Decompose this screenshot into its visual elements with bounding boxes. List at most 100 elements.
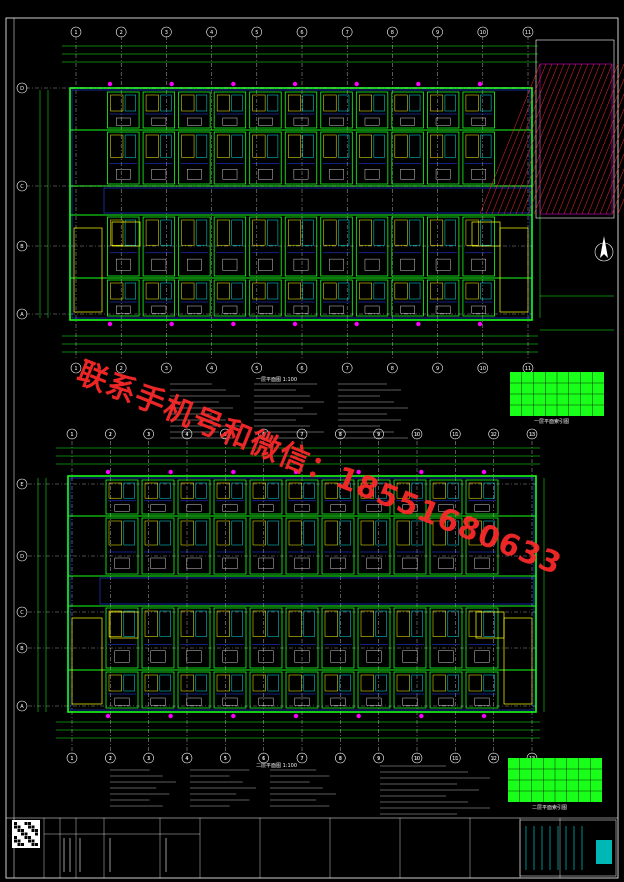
axis-bubble-row-D-label: D (20, 554, 24, 560)
axis-bubble-top-4 (181, 428, 193, 440)
axis-bubble-bottom-8 (335, 752, 346, 764)
axis-bubble-top-7-label: 7 (300, 432, 303, 438)
axis-bubble-top-3 (161, 26, 172, 38)
axis-bubble-row-A (16, 308, 28, 320)
axis-bubble-bottom-10 (411, 752, 423, 764)
axis-bubble-top-8 (335, 428, 346, 440)
axis-bubble-top-10 (411, 428, 423, 440)
axis-bubble-top-2-label: 2 (120, 30, 123, 36)
axis-bubble-bottom-4 (206, 362, 217, 374)
axis-bubble-bottom-11-label: 11 (452, 756, 458, 762)
axis-bubble-top-6-label: 6 (262, 432, 265, 438)
general-notes (110, 383, 490, 815)
axis-bubble-bottom-6 (296, 362, 308, 374)
axis-bubble-row-E-label: E (20, 482, 23, 488)
axis-bubble-top-2-label: 2 (109, 432, 112, 438)
axis-bubble-top-6 (296, 26, 308, 38)
axis-bubble-top-2 (115, 26, 127, 38)
axis-bubble-top-13-label: 13 (529, 432, 535, 438)
axis-bubble-bottom-6-label: 6 (262, 756, 265, 762)
axis-bubble-row-C-label: C (20, 184, 24, 190)
axis-bubble-top-3-label: 3 (147, 432, 150, 438)
axis-bubble-top-4-label: 4 (210, 30, 213, 36)
axis-bubble-top-11-label: 11 (525, 30, 531, 36)
axis-bubble-bottom-2-label: 2 (120, 366, 123, 372)
axis-bubble-bottom-2 (115, 362, 127, 374)
axis-bubble-top-3 (143, 428, 154, 440)
axis-bubble-top-3-label: 3 (165, 30, 168, 36)
axis-bubble-top-1 (66, 428, 78, 440)
axis-bubble-top-9-label: 9 (436, 30, 439, 36)
axis-bubble-bottom-12-label: 12 (490, 756, 496, 762)
axis-bubble-bottom-1-label: 1 (70, 756, 73, 762)
upper-plan-title: 一层平面图 1:100 (256, 377, 297, 383)
axis-bubble-top-1-label: 1 (74, 30, 77, 36)
axis-bubble-top-5 (220, 428, 231, 440)
key-map-caption-lower: 二层平面索引图 (532, 805, 568, 811)
axis-bubble-top-12 (488, 428, 499, 440)
axis-bubble-bottom-7 (296, 752, 308, 764)
axis-bubble-bottom-1-label: 1 (74, 366, 77, 372)
axis-bubble-top-11 (450, 428, 461, 440)
axis-bubble-top-10-label: 10 (414, 432, 420, 438)
axis-bubble-bottom-9 (373, 752, 384, 764)
title-block (6, 817, 618, 878)
axis-bubble-bottom-9-label: 9 (436, 366, 439, 372)
axis-bubble-bottom-8-label: 8 (339, 756, 342, 762)
lower-plan-title: 二层平面图 1:100 (256, 763, 297, 769)
axis-bubble-bottom-4 (181, 752, 193, 764)
axis-bubble-bottom-4-label: 4 (185, 756, 188, 762)
site-plan (479, 39, 624, 331)
axis-bubble-top-9-label: 9 (377, 432, 380, 438)
axis-bubble-top-6 (258, 428, 269, 440)
axis-bubble-row-A-label: A (20, 704, 24, 710)
axis-bubble-top-10-label: 10 (480, 30, 486, 36)
axis-bubble-row-E (16, 478, 28, 490)
axis-bubble-bottom-1 (66, 752, 78, 764)
axis-bubble-row-A (16, 700, 28, 712)
axis-bubble-bottom-8 (387, 362, 398, 374)
axis-bubble-top-7-label: 7 (346, 30, 349, 36)
axis-bubble-row-B (16, 642, 28, 654)
axis-bubble-bottom-3-label: 3 (147, 756, 150, 762)
axis-bubble-top-1 (70, 26, 82, 38)
axis-bubble-bottom-4-label: 4 (210, 366, 213, 372)
axis-bubble-row-B (16, 240, 28, 252)
axis-bubble-bottom-9-label: 9 (377, 756, 380, 762)
axis-bubble-bottom-5 (220, 752, 231, 764)
axis-bubble-bottom-3-label: 3 (165, 366, 168, 372)
axis-bubble-top-11 (522, 26, 534, 38)
axis-bubble-bottom-12 (488, 752, 499, 764)
axis-bubble-bottom-1 (70, 362, 82, 374)
axis-bubble-top-4-label: 4 (185, 432, 188, 438)
axis-bubble-bottom-3 (143, 752, 154, 764)
axis-bubble-top-8-label: 8 (391, 30, 394, 36)
axis-bubble-bottom-6-label: 6 (300, 366, 303, 372)
axis-bubble-row-D (16, 82, 28, 94)
axis-bubble-bottom-2-label: 2 (109, 756, 112, 762)
axis-bubble-row-B-label: B (20, 646, 24, 652)
axis-bubble-bottom-10-label: 10 (480, 366, 486, 372)
axis-bubble-bottom-5-label: 5 (224, 756, 227, 762)
axis-bubble-top-5-label: 5 (255, 30, 258, 36)
axis-bubble-bottom-11 (450, 752, 461, 764)
axis-bubble-bottom-5 (251, 362, 263, 374)
axis-bubble-row-B-label: B (20, 244, 24, 250)
axis-bubble-bottom-10-label: 10 (414, 756, 420, 762)
axis-bubble-bottom-2 (105, 752, 116, 764)
axis-bubble-top-2 (105, 428, 116, 440)
axis-bubble-bottom-11-label: 11 (525, 366, 531, 372)
axis-bubble-top-7 (341, 26, 353, 38)
axis-bubble-top-4 (206, 26, 217, 38)
axis-bubble-row-C (16, 180, 28, 192)
key-map-caption-upper: 一层平面索引图 (534, 419, 570, 425)
axis-bubble-top-5 (251, 26, 263, 38)
axis-bubble-top-6-label: 6 (300, 30, 303, 36)
axis-bubble-top-7 (296, 428, 308, 440)
axis-bubble-bottom-9 (432, 362, 443, 374)
axis-bubble-top-8 (387, 26, 398, 38)
axis-bubble-top-9 (432, 26, 443, 38)
axis-bubble-bottom-5-label: 5 (255, 366, 258, 372)
